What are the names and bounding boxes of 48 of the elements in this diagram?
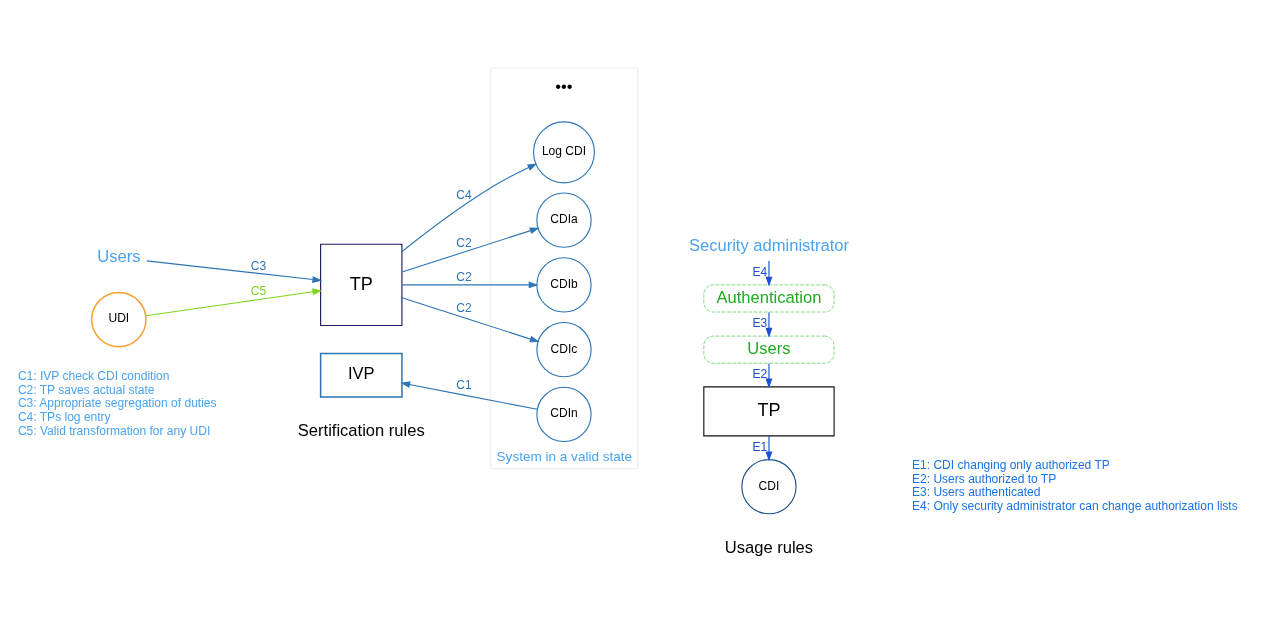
label: C5: Valid transformation for any UDI xyxy=(17,423,211,438)
node-circle: CDIb xyxy=(536,257,592,313)
edge-label: E3 xyxy=(752,315,768,330)
edge-label: E1 xyxy=(752,439,768,454)
node-box: TP xyxy=(703,386,835,437)
arrow xyxy=(765,260,773,287)
edge-label: C2 xyxy=(456,300,472,315)
node-box: Users xyxy=(703,335,835,364)
label: E1: CDI changing only authorized TP xyxy=(912,458,1110,473)
edge-label: C4 xyxy=(456,187,472,202)
label: ••• xyxy=(555,76,573,96)
edge-label: C2 xyxy=(456,269,472,284)
edge-label: C1 xyxy=(456,378,472,393)
node-circle: UDI xyxy=(90,291,147,348)
edge-label: E2 xyxy=(752,366,768,381)
edge-label: C5 xyxy=(250,284,267,299)
label: E4: Only security administrator can change authorization lists xyxy=(912,498,1238,513)
node-circle: CDIc xyxy=(536,321,592,378)
arrow xyxy=(765,435,773,462)
node-box: Authentication xyxy=(703,284,835,313)
arrow xyxy=(765,362,773,389)
edge-label: C3 xyxy=(250,258,267,273)
arrow xyxy=(145,288,323,317)
label: Usage rules xyxy=(724,537,814,557)
node-circle: CDI xyxy=(741,459,797,515)
arrow xyxy=(401,281,539,289)
label: Sertification rules xyxy=(297,420,425,440)
arrow xyxy=(401,227,540,273)
node-circle: Log CDI xyxy=(532,121,595,184)
node-text: Security administrator xyxy=(688,236,849,256)
node-box: TP xyxy=(320,243,403,327)
label: E3: Users authenticated xyxy=(912,485,1041,500)
arrow xyxy=(765,311,773,338)
arrow xyxy=(146,260,323,283)
arrow xyxy=(401,163,538,253)
edge-label: E4 xyxy=(752,264,768,279)
label: C3: Appropriate segregation of duties xyxy=(17,396,217,411)
label: E2: Users authorized to TP xyxy=(912,471,1057,486)
label: C1: IVP check CDI condition xyxy=(17,369,170,384)
arrow xyxy=(400,381,538,410)
arrow xyxy=(401,297,540,343)
label: C2: TP saves actual state xyxy=(17,382,155,397)
node-circle: CDIa xyxy=(536,192,592,248)
node-circle: CDIn xyxy=(536,386,592,443)
label: C4: TPs log entry xyxy=(17,410,111,425)
edge-label: C2 xyxy=(456,236,472,251)
node-text: Users xyxy=(97,247,141,266)
node-box: IVP xyxy=(319,352,403,398)
